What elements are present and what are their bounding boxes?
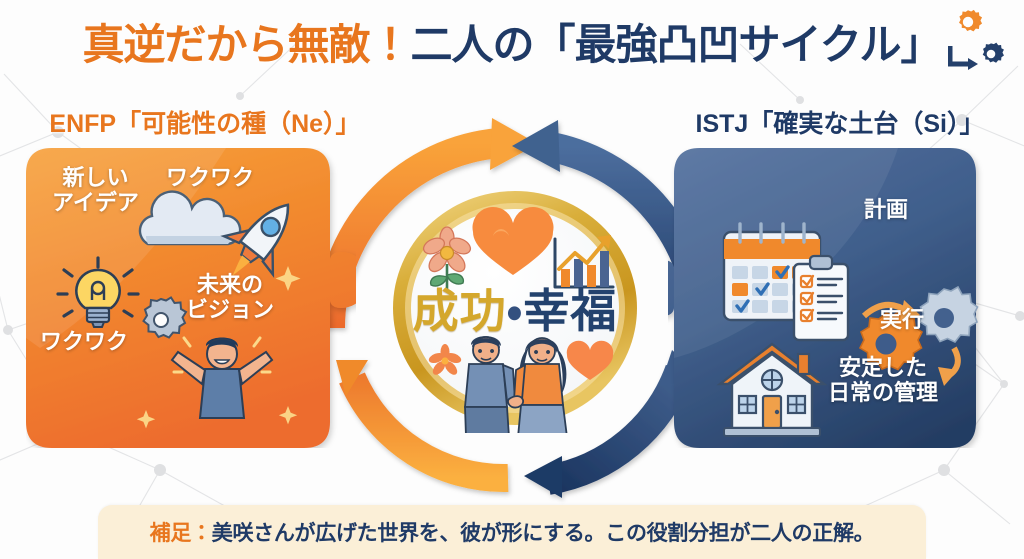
success-text: 成功 — [412, 285, 507, 337]
center-core[interactable]: 成功・幸福 — [385, 183, 645, 433]
title-main: 二人の「最強凸凹サイクル」 — [410, 21, 943, 68]
lightbulb-icon — [56, 256, 140, 328]
plan-label: 計画 — [864, 197, 909, 222]
gear-icon-orange — [858, 309, 924, 371]
couple-holding-hands-icon — [464, 336, 568, 433]
arrow-accent-icon — [948, 46, 970, 67]
left-panel[interactable]: ENFP「可能性の種（Ne）」 — [26, 110, 361, 448]
excitement-label-top: ワクワク — [166, 165, 255, 190]
left-panel-label: ENFP「可能性の種（Ne）」 — [49, 110, 361, 138]
flower-icon — [422, 226, 472, 289]
title-highlight: 真逆だから無敵！ — [82, 21, 412, 68]
growth-chart-icon — [553, 235, 615, 289]
left-panel-shape — [26, 148, 356, 448]
heart-icon — [472, 207, 554, 275]
gear-icon-gray — [918, 285, 979, 343]
curved-arrow-icon-2 — [938, 346, 961, 386]
footer-note-banner: 補足：美咲さんが広げた世界を、彼が形にする。この役割分担が二人の正解。 — [98, 505, 926, 559]
center-separator: ・ — [506, 285, 524, 337]
stable-routine-label: 安定した 日常の管理 — [828, 355, 939, 405]
curved-arrow-icon — [861, 300, 920, 321]
new-idea-label: 新しい アイデア — [52, 165, 139, 215]
small-flower-icon — [428, 344, 462, 375]
happiness-text: 幸福 — [523, 285, 618, 337]
title-gears-group — [948, 9, 1004, 70]
cloud-icon — [138, 190, 242, 246]
rocket-icon — [220, 203, 290, 278]
right-panel[interactable]: ISTJ「確実な土台（Si）」 — [668, 110, 1004, 448]
excitement-label-bottom: ワクワク — [40, 329, 129, 354]
execute-label: 実行 — [880, 307, 925, 332]
gear-icon-navy — [982, 42, 1004, 63]
small-heart-icon — [566, 340, 614, 380]
arrow-inner-orange-bottom — [336, 360, 509, 493]
cheering-person-icon — [170, 336, 274, 419]
right-panel-shape — [668, 148, 979, 448]
gear-icon-orange — [959, 9, 983, 32]
sparkle-icon — [136, 266, 301, 429]
house-icon — [716, 342, 828, 437]
center-core-shape — [393, 191, 637, 433]
page-title: 真逆だから無敵！ 二人の「最強凸凹サイクル」 — [0, 14, 1024, 76]
gear-icon — [142, 296, 188, 339]
arrow-head-icon — [968, 58, 978, 70]
right-panel-label: ISTJ「確実な土台（Si）」 — [695, 110, 985, 138]
future-vision-label: 未来の ビジョン — [186, 272, 275, 322]
calendar-icon — [722, 222, 822, 322]
center-core-text: 成功・幸福 — [385, 275, 645, 341]
footer-prefix: 補足： — [149, 522, 212, 545]
footer-note: 美咲さんが広げた世界を、彼が形にする。この役割分担が二人の正解。 — [211, 522, 875, 545]
clipboard-checklist-icon — [792, 254, 850, 342]
